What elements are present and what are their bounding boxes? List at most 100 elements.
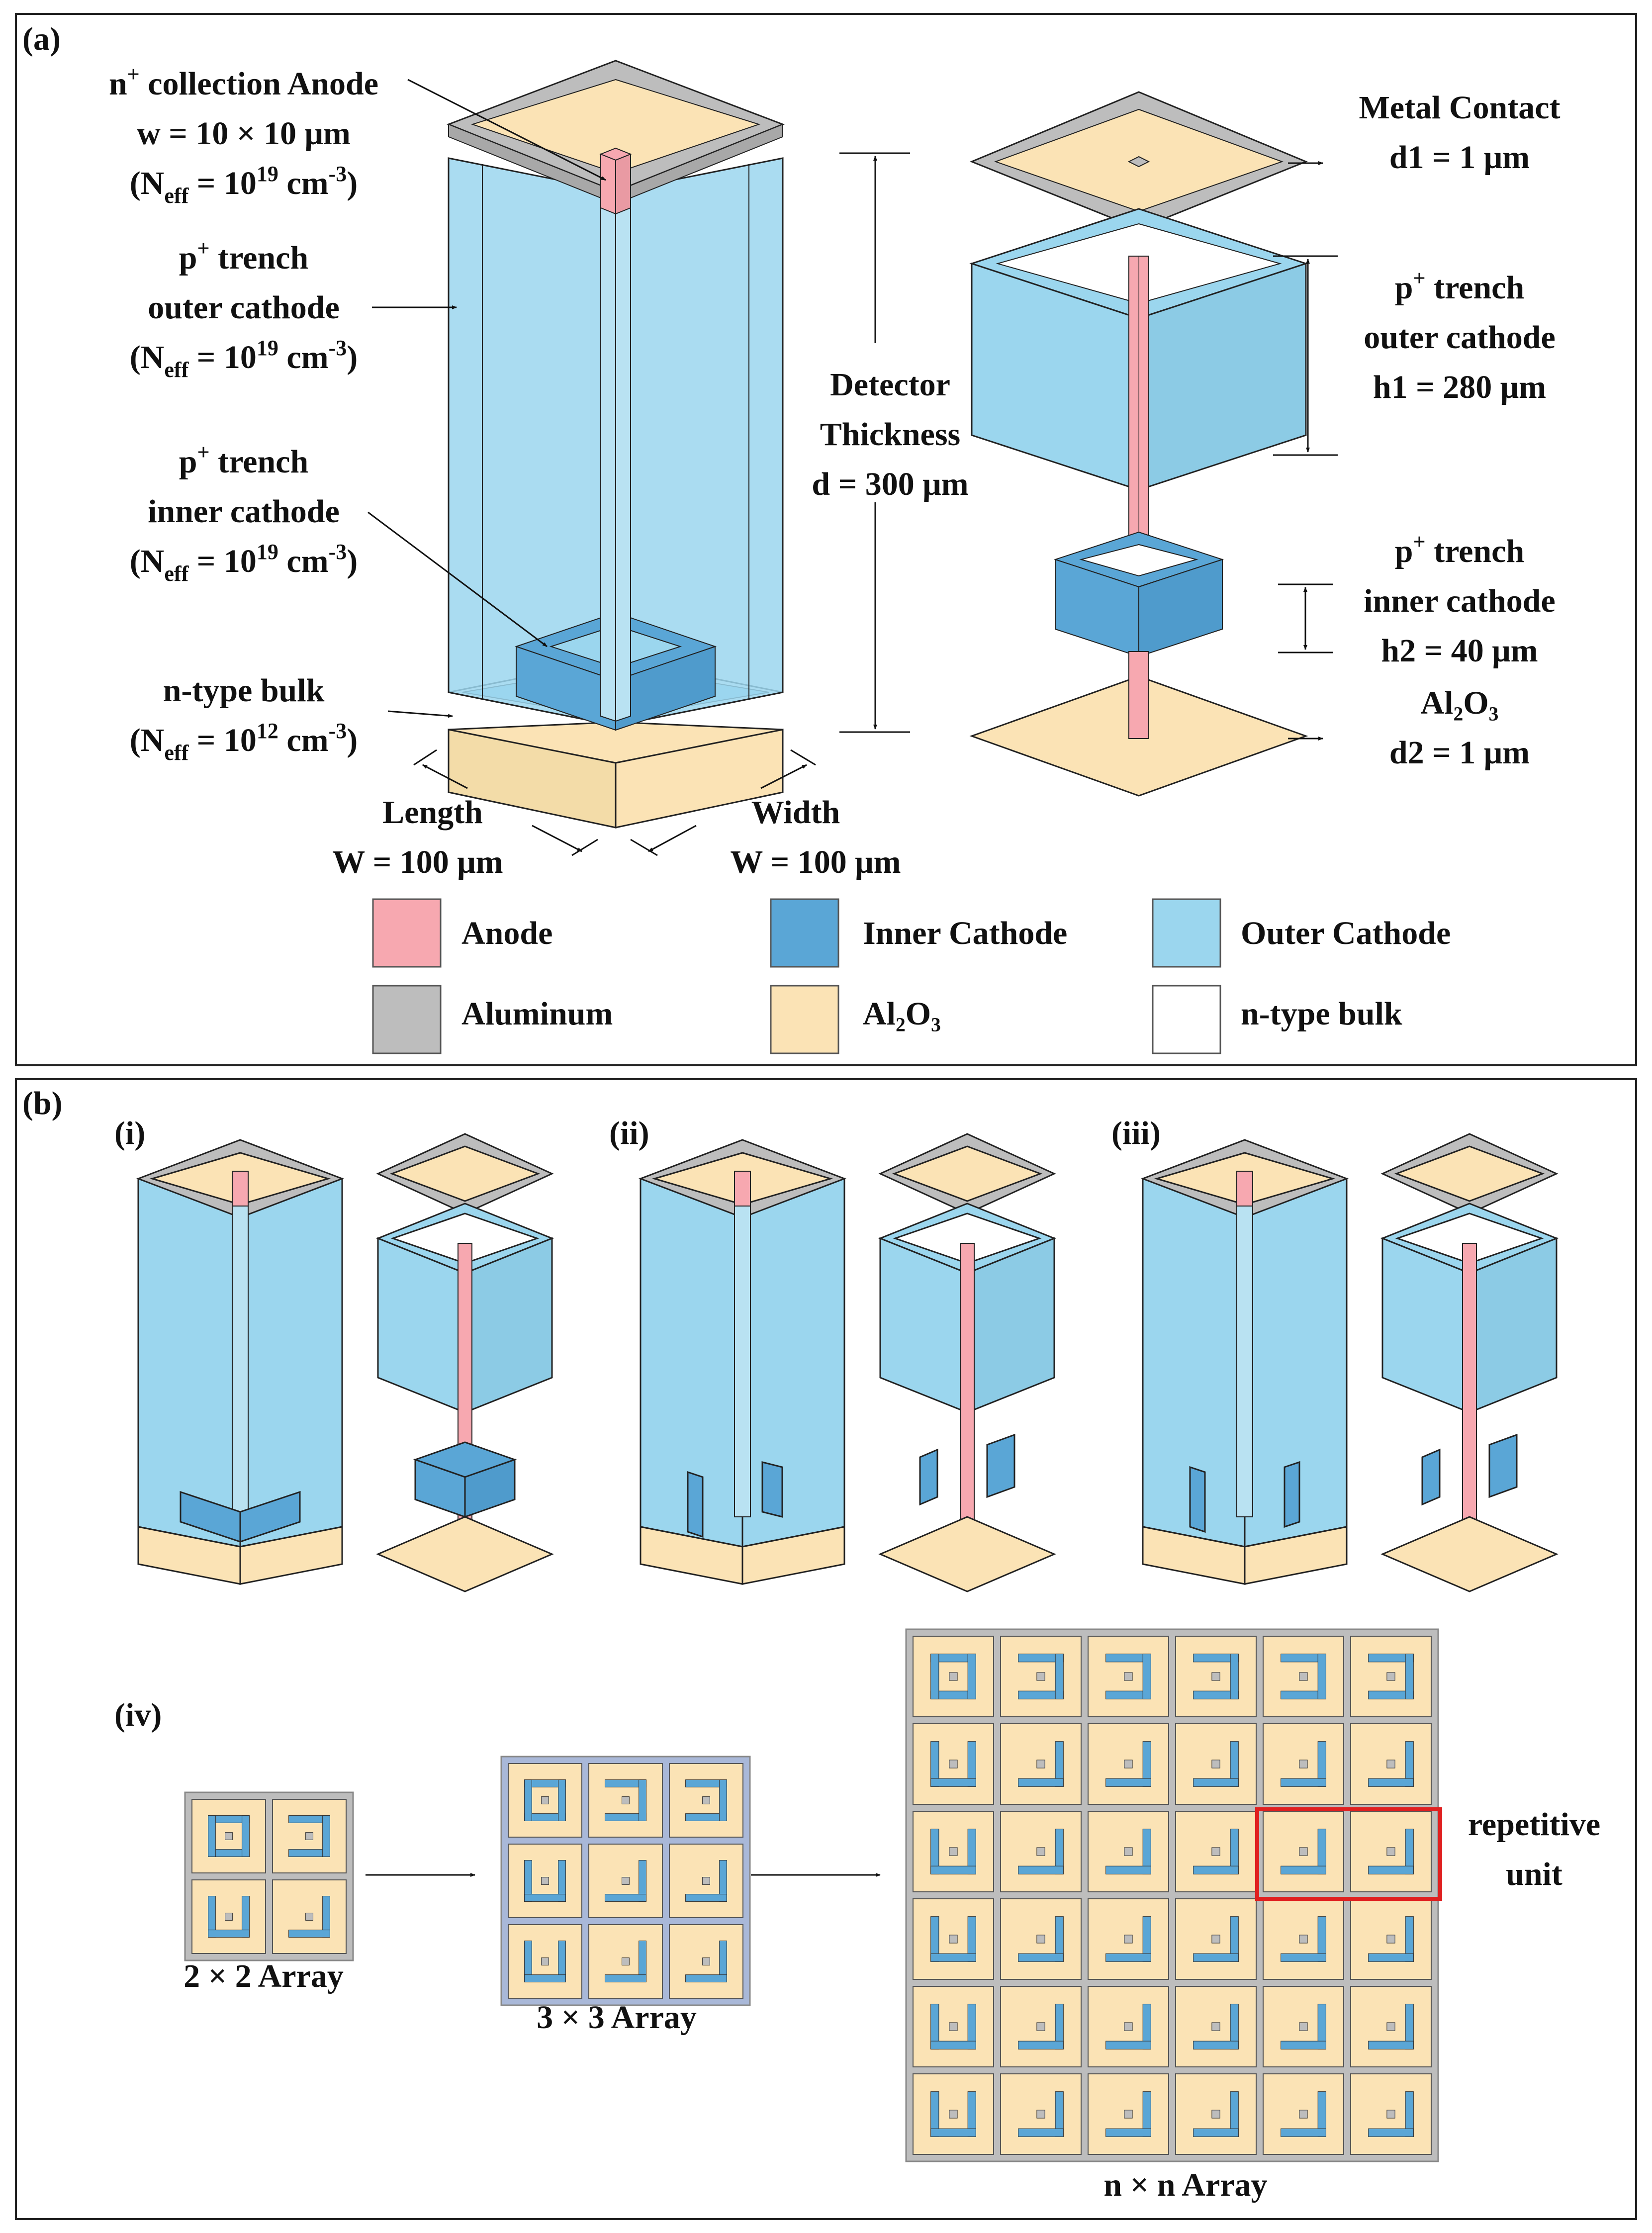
- cell-anode: [1124, 1847, 1133, 1856]
- array-cell: [1263, 1811, 1344, 1892]
- array-cell: [1088, 1811, 1169, 1892]
- array-cell: [1000, 1986, 1082, 2067]
- cell-wall-left: [930, 1654, 939, 1699]
- thickness-l2: Thickness: [820, 416, 960, 453]
- cell-anode: [541, 1957, 549, 1965]
- array-2x2: [184, 1791, 354, 1961]
- cell-anode: [541, 1796, 549, 1804]
- cell-anode: [1124, 2110, 1133, 2119]
- length-arrow-left: [422, 764, 468, 789]
- al2o3-l1: Al₂O₃: [1421, 685, 1499, 721]
- cell-wall-bottom: [1193, 1778, 1239, 1787]
- cell-anode: [949, 1760, 958, 1768]
- cell-wall-bottom: [208, 1930, 250, 1938]
- panel-b-frame: [15, 1078, 1637, 2220]
- cell-wall-right: [639, 1779, 646, 1821]
- cell-anode: [1299, 2022, 1308, 2031]
- outer-r-l2: outer cathode: [1364, 319, 1556, 356]
- variant-exploded-metal-inner: [892, 1145, 1043, 1202]
- inner-r-l1: p+ trench: [1395, 530, 1524, 569]
- cell-wall-right: [1230, 1654, 1239, 1699]
- cell-wall-bottom: [1368, 2128, 1414, 2137]
- array-cell: [1263, 1898, 1344, 1980]
- cell-anode: [1386, 1672, 1395, 1681]
- array-cell: [191, 1799, 266, 1873]
- array-cell: [1263, 2073, 1344, 2155]
- thickness-l3: d = 300 μm: [812, 466, 968, 502]
- cell-wall-bottom: [1368, 1953, 1414, 1962]
- cell-anode: [1211, 1847, 1220, 1856]
- array-cell: [1000, 1636, 1082, 1717]
- array-cell: [508, 1844, 582, 1918]
- cell-anode: [305, 1832, 313, 1840]
- cell-anode: [1124, 2022, 1133, 2031]
- array-3x3-label: 3 × 3 Array: [537, 1999, 697, 2036]
- cell-wall-bottom: [1193, 2128, 1239, 2137]
- cell-wall-bottom: [1105, 2041, 1151, 2049]
- cell-wall-left: [524, 1779, 532, 1821]
- variant-base-right: [1244, 1526, 1348, 1585]
- cell-anode: [1036, 1760, 1045, 1768]
- cell-anode: [622, 1877, 630, 1885]
- cell-anode: [1036, 2110, 1045, 2119]
- array-cell: [1263, 1636, 1344, 1717]
- variant-base-right: [741, 1526, 845, 1585]
- cell-wall-bottom: [930, 1953, 976, 1962]
- variant-anode-top: [734, 1171, 751, 1207]
- cell-wall-bottom: [1368, 2041, 1414, 2049]
- cell-anode: [702, 1877, 710, 1885]
- cell-anode: [1386, 2110, 1395, 2119]
- legend-swatch-bulk: [1152, 985, 1221, 1054]
- cell-wall-right: [242, 1815, 250, 1857]
- array-cell: [1000, 1898, 1082, 1980]
- variant-outer-left-face: [137, 1178, 241, 1548]
- label-inner-cathode: p+ trench inner cathode (Neff = 1019 cm-…: [130, 440, 358, 586]
- array-cell: [1175, 2073, 1257, 2155]
- cell-wall-right: [967, 1654, 976, 1699]
- array-nxn-frame: [905, 1628, 1439, 2162]
- length-arrow-right: [532, 825, 582, 852]
- variant-anode-column: [232, 1178, 249, 1517]
- repetitive-unit-highlight: [1255, 1807, 1442, 1901]
- svg-text:n+ collection Anode: n+ collection Anode: [109, 62, 378, 102]
- array-2x2-label: 2 × 2 Array: [184, 1958, 344, 1994]
- array-cell: [1175, 1811, 1257, 1892]
- cell-wall-right: [1055, 1654, 1064, 1699]
- variant-exploded-metal-inner: [389, 1145, 541, 1202]
- array-cell: [272, 1799, 347, 1873]
- cell-wall-bottom: [1281, 1953, 1326, 1962]
- cell-wall-bottom: [605, 1894, 646, 1902]
- array-illustrations: [184, 1628, 1439, 2162]
- al2o3-l2: d2 = 1 μm: [1389, 735, 1530, 771]
- cell-anode: [1124, 1935, 1133, 1944]
- width-ext-left: [630, 838, 658, 856]
- cell-wall-bottom: [524, 1974, 566, 1982]
- variant-3: [1140, 1133, 1559, 1592]
- legend: Anode Inner Cathode Outer Cathode Alumin…: [372, 898, 1451, 1054]
- variant-exploded-base: [1380, 1516, 1559, 1592]
- array-cell: [1350, 1811, 1432, 1892]
- array-cell: [1175, 1723, 1257, 1805]
- panel-a-frame: [15, 13, 1637, 1066]
- cell-wall-bottom: [930, 1778, 976, 1787]
- bulk-leader: [387, 710, 453, 718]
- variant-exploded-inner-right: [464, 1458, 516, 1518]
- cell-anode: [225, 1913, 233, 1921]
- variant-inner-wall-a: [1189, 1466, 1206, 1533]
- cell-wall-bottom: [1281, 2041, 1326, 2049]
- cell-wall-bottom: [1368, 1778, 1414, 1787]
- anode-leader: [407, 79, 606, 181]
- cell-anode: [305, 1913, 313, 1921]
- cell-wall-bottom: [1105, 2128, 1151, 2137]
- cell-wall-bottom: [930, 2041, 976, 2049]
- length-ext-left: [413, 749, 437, 766]
- inner-r-l2: inner cathode: [1364, 583, 1556, 619]
- variant-exploded-inner-b: [1488, 1433, 1518, 1498]
- svg-text:outer cathode: outer cathode: [148, 289, 340, 326]
- array-cell: [588, 1924, 663, 1999]
- variant-anode-column: [1236, 1178, 1253, 1517]
- variant-exploded-base: [376, 1516, 554, 1592]
- cell-wall-bottom: [685, 1894, 727, 1902]
- length-l2: W = 100 μm: [332, 844, 503, 880]
